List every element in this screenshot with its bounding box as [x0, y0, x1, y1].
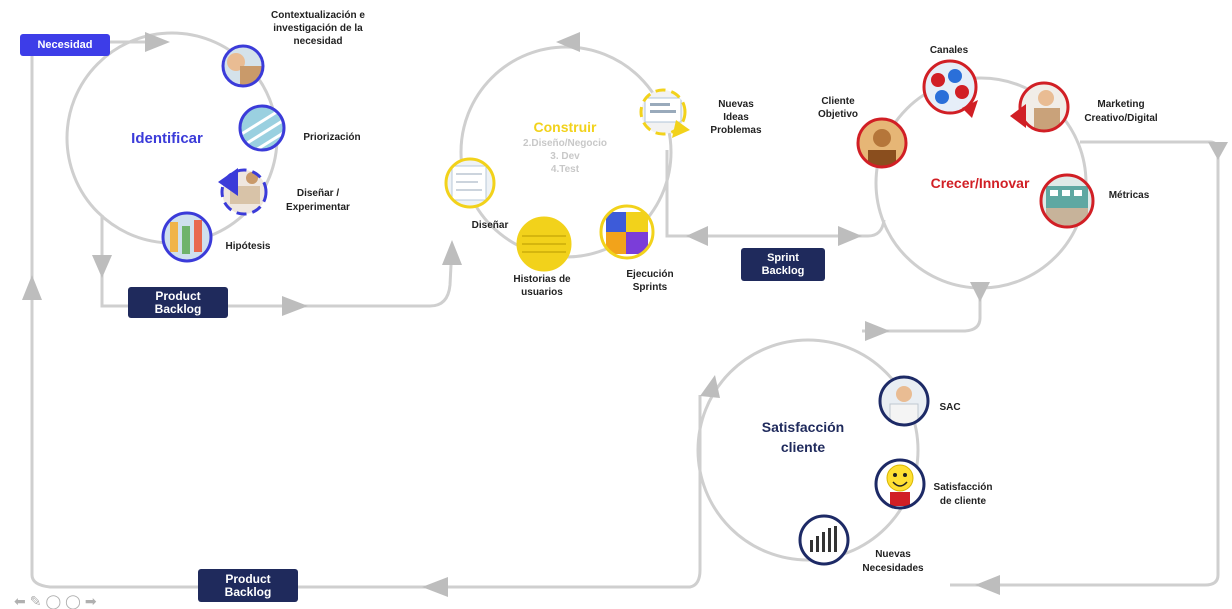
- connectors: [30, 40, 1220, 589]
- historias-usuarios-icon: [516, 216, 572, 272]
- satisfaccion-cliente-label: Satisfacción de cliente: [933, 482, 993, 507]
- contextualizacion-label: Contextualización e investigación de la …: [271, 10, 365, 47]
- hipotesis-icon: [161, 211, 213, 263]
- metricas-label: Métricas: [1108, 190, 1150, 201]
- historias-usuarios-label: Historias de usuarios: [513, 274, 571, 298]
- canales-label: Canales: [929, 45, 969, 56]
- priorizacion-icon: [238, 104, 286, 152]
- marketing-icon: [1010, 81, 1070, 133]
- disenar-label: Diseñar: [471, 220, 509, 231]
- disenar-experimentar-icon: [218, 168, 268, 216]
- arrow-right-icon[interactable]: ➡: [84, 593, 97, 609]
- necesidad-badge: Necesidad: [20, 34, 110, 56]
- construir-steps: 2.Diseño/Negocio 3. Dev 4.Test: [523, 138, 607, 175]
- crecer-title: Crecer/Innovar: [930, 175, 1030, 191]
- circle-icon[interactable]: ◯: [65, 593, 81, 609]
- product-backlog-badge-bottom: Product Backlog: [198, 569, 298, 602]
- contextualizacion-icon: [221, 44, 265, 88]
- identificar-title: Identificar: [131, 130, 203, 147]
- sprint-backlog-badge: Sprint Backlog: [741, 248, 825, 281]
- arrow-left-icon[interactable]: ⬅: [14, 593, 26, 609]
- disenar-experimentar-label: Diseñar / Experimentar: [286, 188, 350, 213]
- satisfaccion-title: Satisfacción cliente: [761, 419, 845, 455]
- disenar-icon: [444, 157, 496, 209]
- marketing-label: Marketing Creativo/Digital: [1084, 99, 1158, 124]
- loop-satisfaccion: [696, 338, 920, 562]
- cliente-objetivo-label: Cliente Objetivo: [817, 96, 858, 120]
- hipotesis-label: Hipótesis: [225, 241, 271, 252]
- slide-navigation: ⬅ ✎ ◯ ◯ ➡: [14, 594, 97, 608]
- nuevas-ideas-label: Nuevas Ideas Problemas: [710, 99, 762, 136]
- metricas-icon: [1039, 173, 1095, 229]
- cliente-objetivo-icon: [856, 117, 908, 169]
- circle-icon[interactable]: ◯: [45, 593, 62, 609]
- satisfaccion-cliente-icon: [874, 458, 926, 510]
- nuevas-ideas-icon: [639, 88, 690, 138]
- sac-icon: [878, 375, 930, 427]
- nuevas-necesidades-icon: [798, 514, 850, 566]
- sac-label: SAC: [939, 402, 961, 413]
- priorizacion-label: Priorización: [303, 132, 361, 143]
- construir-title: Construir: [533, 119, 597, 135]
- product-backlog-badge-top: Product Backlog: [128, 287, 228, 318]
- pen-icon[interactable]: ✎: [29, 593, 42, 609]
- canales-icon: [922, 59, 978, 118]
- ejecucion-sprints-icon: [599, 204, 655, 260]
- arrowheads: [22, 32, 1228, 597]
- ejecucion-sprints-label: Ejecución Sprints: [626, 269, 674, 293]
- nuevas-necesidades-label: Nuevas Necesidades: [862, 549, 924, 574]
